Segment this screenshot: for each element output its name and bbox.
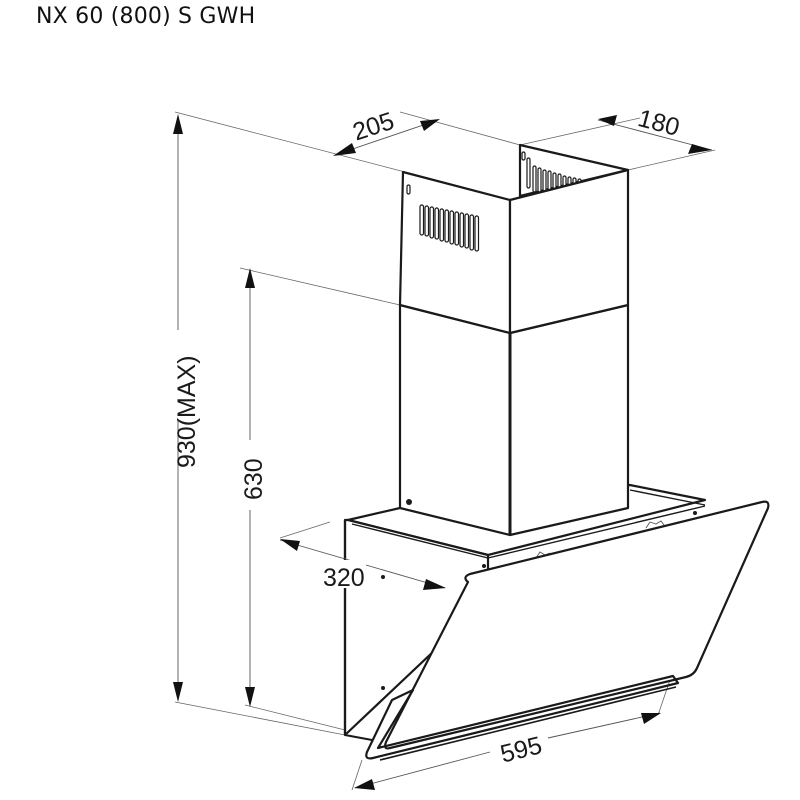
dimension-chimney-depth: 205 xyxy=(333,107,440,156)
dimension-label-595: 595 xyxy=(498,731,545,768)
chimney-lower xyxy=(398,303,630,537)
glass-panel xyxy=(365,500,770,761)
product-title: NX 60 (800) S GWH xyxy=(36,4,256,29)
dimension-label-205: 205 xyxy=(349,107,397,147)
dimension-body-height: 630 xyxy=(240,268,268,707)
dimension-hood-depth: 320 xyxy=(279,539,446,592)
side-vent-slots xyxy=(406,184,480,252)
dimension-chimney-width: 180 xyxy=(597,104,713,154)
dimension-label-180: 180 xyxy=(635,104,683,142)
dimension-label-630: 630 xyxy=(240,458,268,500)
dimension-label-930: 930(MAX) xyxy=(173,355,201,468)
chimney-upper xyxy=(398,143,630,335)
dimension-total-height: 930(MAX) xyxy=(173,114,201,702)
dimension-label-320: 320 xyxy=(323,564,365,592)
